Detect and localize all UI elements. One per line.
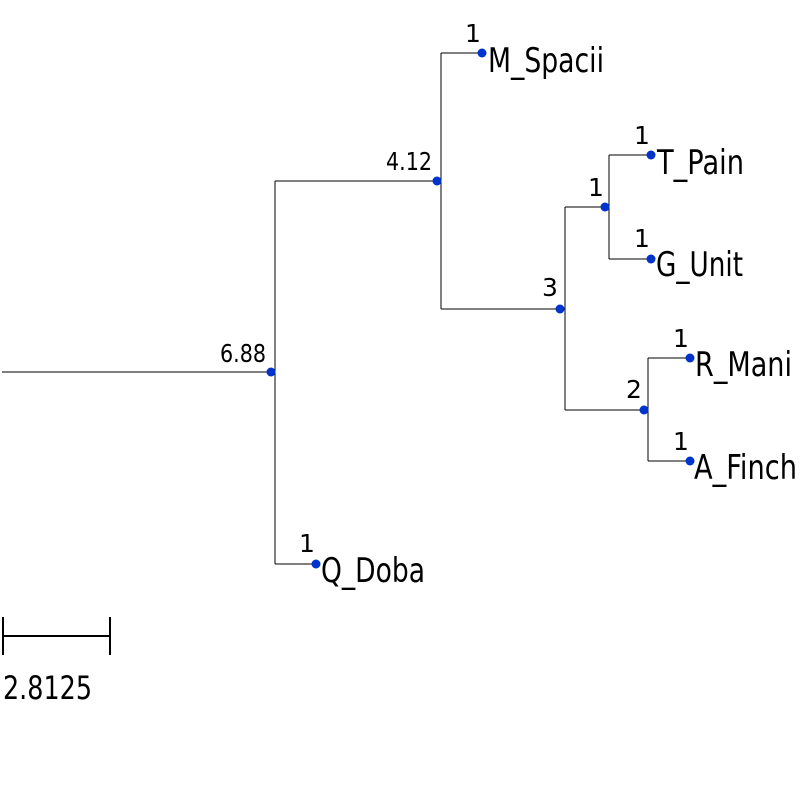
t-pain-leaf-dot xyxy=(646,150,656,160)
a-finch-leaf-dot xyxy=(685,456,695,466)
inner-clade-value: 3 xyxy=(542,273,558,302)
mani-finch-clade-value: 2 xyxy=(626,375,642,404)
t-pain-value: 1 xyxy=(634,121,650,150)
top-clade-value: 4.12 xyxy=(386,147,432,176)
r-mani-value: 1 xyxy=(673,324,689,353)
t-pain-label: T_Pain xyxy=(656,143,744,183)
m-spacii-label: M_Spacii xyxy=(488,41,604,81)
root-node-value: 6.88 xyxy=(220,339,266,368)
m-spacii-value: 1 xyxy=(465,19,481,48)
q-doba-label: Q_Doba xyxy=(321,551,425,591)
q-doba-leaf-dot xyxy=(311,559,321,569)
pain-unit-clade-value: 1 xyxy=(588,173,604,202)
top-clade-node-dot xyxy=(432,176,442,186)
root-node-dot xyxy=(266,367,276,377)
pain-unit-node-dot xyxy=(600,202,610,212)
scale-bar-label: 2.8125 xyxy=(3,669,92,707)
g-unit-label: G_Unit xyxy=(656,245,743,285)
q-doba-value: 1 xyxy=(299,529,315,558)
mani-finch-node-dot xyxy=(639,405,649,415)
scale-bar xyxy=(2,617,111,655)
r-mani-leaf-dot xyxy=(685,353,695,363)
a-finch-value: 1 xyxy=(673,427,689,456)
a-finch-label: A_Finch xyxy=(694,448,797,488)
g-unit-value: 1 xyxy=(634,224,650,253)
inner-clade-node-dot xyxy=(555,304,565,314)
m-spacii-leaf-dot xyxy=(477,48,487,58)
g-unit-leaf-dot xyxy=(646,254,656,264)
r-mani-label: R_Mani xyxy=(695,345,792,385)
